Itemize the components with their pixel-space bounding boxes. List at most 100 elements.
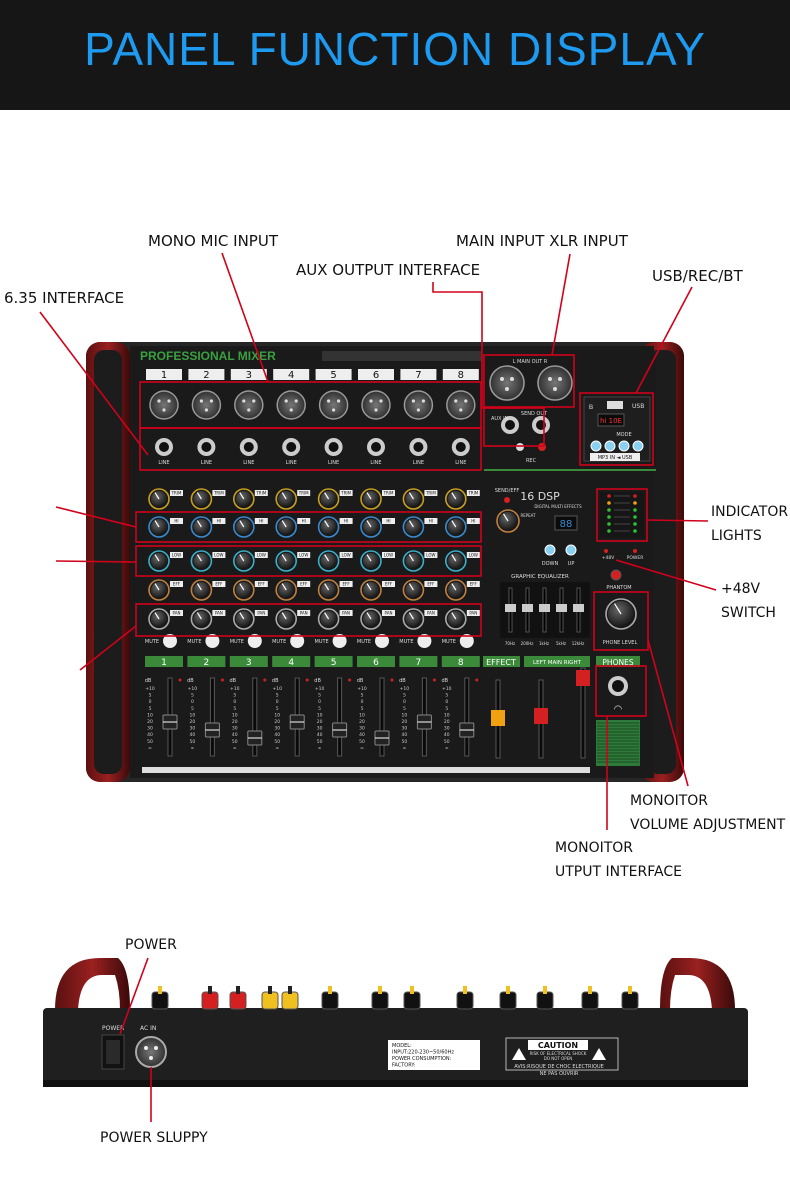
knob-label: LOW <box>214 553 223 558</box>
mute-button[interactable] <box>459 634 474 648</box>
knob-eff-ring[interactable] <box>233 579 255 601</box>
fader-scale-mark: ∞ <box>445 746 449 751</box>
mic-xlr-input[interactable] <box>191 390 222 420</box>
geq-slider-5[interactable] <box>573 604 584 612</box>
usb-control-button-3[interactable] <box>618 440 630 452</box>
mic-xlr-input[interactable] <box>446 390 476 420</box>
mute-button[interactable] <box>417 634 432 648</box>
fader-scale-mark: 30 <box>190 726 196 732</box>
knob-low <box>402 550 425 572</box>
channel-fader-number: 6 <box>373 658 379 668</box>
geq-slider-1[interactable] <box>505 604 516 612</box>
knob-low-ring[interactable] <box>190 550 213 572</box>
ac-in-socket[interactable] <box>135 1036 167 1068</box>
phantom-switch[interactable] <box>610 569 622 581</box>
main-right-fader-knob[interactable] <box>576 670 590 686</box>
mute-button[interactable] <box>205 634 220 648</box>
knob-pan <box>190 608 213 630</box>
knob-eff-ring[interactable] <box>148 579 170 601</box>
usb-control-button-2[interactable] <box>604 440 616 452</box>
mic-xlr-input[interactable] <box>361 390 391 420</box>
mic-xlr-input[interactable] <box>149 390 179 420</box>
knob-hi-ring[interactable] <box>233 516 255 538</box>
knob-eff-ring[interactable] <box>360 579 382 601</box>
mic-xlr-input[interactable] <box>318 390 349 420</box>
geq-slider-3[interactable] <box>539 604 550 612</box>
effect-fader-knob[interactable] <box>491 710 505 726</box>
mute-button[interactable] <box>375 634 389 648</box>
knob-trim-ring[interactable] <box>190 488 213 510</box>
aux-out-highlight <box>483 407 545 447</box>
knob-label: PAN <box>257 611 265 616</box>
mute-button[interactable] <box>163 634 177 648</box>
knob-trim-ring[interactable] <box>148 488 170 510</box>
knob-eff-pointer <box>408 583 414 591</box>
knob-trim <box>317 488 340 510</box>
main-out-xlr[interactable] <box>489 365 525 401</box>
knob-low-ring[interactable] <box>233 550 255 572</box>
knob-eff-ring[interactable] <box>317 579 340 601</box>
knob-pan-ring[interactable] <box>360 608 382 630</box>
main-out-xlr[interactable] <box>537 365 573 401</box>
knob-pan-ring[interactable] <box>402 608 425 630</box>
mic-xlr-input[interactable] <box>403 390 434 420</box>
knob-eff-ring[interactable] <box>444 579 467 601</box>
callout-aux-out: AUX OUTPUT INTERFACE <box>296 261 481 279</box>
mute-button[interactable] <box>332 634 347 648</box>
knob-pan-ring[interactable] <box>190 608 213 630</box>
knob-low-ring[interactable] <box>275 550 298 572</box>
knob-trim-ring[interactable] <box>233 488 255 510</box>
knob-pan-ring[interactable] <box>233 608 255 630</box>
knob-low-ring[interactable] <box>444 550 467 572</box>
knob-eff-ring[interactable] <box>402 579 425 601</box>
knob-pan-ring[interactable] <box>444 608 467 630</box>
rec-rca-left[interactable] <box>516 443 524 451</box>
knob-hi-ring[interactable] <box>360 516 382 538</box>
knob-low-ring[interactable] <box>360 550 382 572</box>
knob-trim-ring[interactable] <box>402 488 425 510</box>
knob-trim-ring[interactable] <box>317 488 340 510</box>
knob-pan-ring[interactable] <box>148 608 170 630</box>
usb-control-button-4[interactable] <box>632 440 644 452</box>
knob-trim-ring[interactable] <box>444 488 467 510</box>
knob-trim-ring[interactable] <box>275 488 298 510</box>
knob-trim-pointer <box>196 492 202 500</box>
indicator-led-left <box>607 501 611 505</box>
main-left-fader-knob[interactable] <box>534 708 548 724</box>
channel-strips: 1LINETRIMHILOWEFFPANMUTE1dB+105051020304… <box>145 369 480 757</box>
knob-trim-ring[interactable] <box>360 488 382 510</box>
geq-freq-label: 5kHz <box>556 641 566 646</box>
knob-eff-ring[interactable] <box>190 579 213 601</box>
knob-hi-ring[interactable] <box>402 516 425 538</box>
mute-button[interactable] <box>247 634 262 648</box>
dsp-send-knob-ring[interactable] <box>496 509 520 533</box>
knob-hi <box>360 516 382 538</box>
geq-slider-2[interactable] <box>522 604 533 612</box>
db-label: dB <box>357 678 364 684</box>
knob-label: EFF <box>173 582 181 587</box>
dsp-down-button[interactable] <box>544 544 556 556</box>
knob-pan-ring[interactable] <box>275 608 298 630</box>
usb-port[interactable] <box>607 401 623 409</box>
knob-pan-ring[interactable] <box>317 608 340 630</box>
geq-slider-4[interactable] <box>556 604 567 612</box>
usb-control-button-1[interactable] <box>590 440 602 452</box>
knob-hi-ring[interactable] <box>275 516 298 538</box>
mute-button[interactable] <box>290 634 305 648</box>
phone-level-knob-pointer <box>613 603 622 615</box>
knob-hi-ring[interactable] <box>317 516 340 538</box>
knob-label-bg <box>297 490 311 496</box>
knob-hi-ring[interactable] <box>148 516 170 538</box>
dsp-up-button[interactable] <box>565 544 577 556</box>
peak-led <box>390 678 394 682</box>
knob-hi-ring[interactable] <box>190 516 213 538</box>
fader-scale-mark: 20 <box>317 719 323 725</box>
knob-low-ring[interactable] <box>402 550 425 572</box>
knob-low-ring[interactable] <box>148 550 170 572</box>
knob-hi-ring[interactable] <box>444 516 467 538</box>
mic-xlr-input[interactable] <box>234 390 264 420</box>
knob-eff-ring[interactable] <box>275 579 298 601</box>
mic-xlr-input[interactable] <box>276 390 306 420</box>
phone-level-knob-ring[interactable] <box>605 598 637 630</box>
knob-low-ring[interactable] <box>317 550 340 572</box>
